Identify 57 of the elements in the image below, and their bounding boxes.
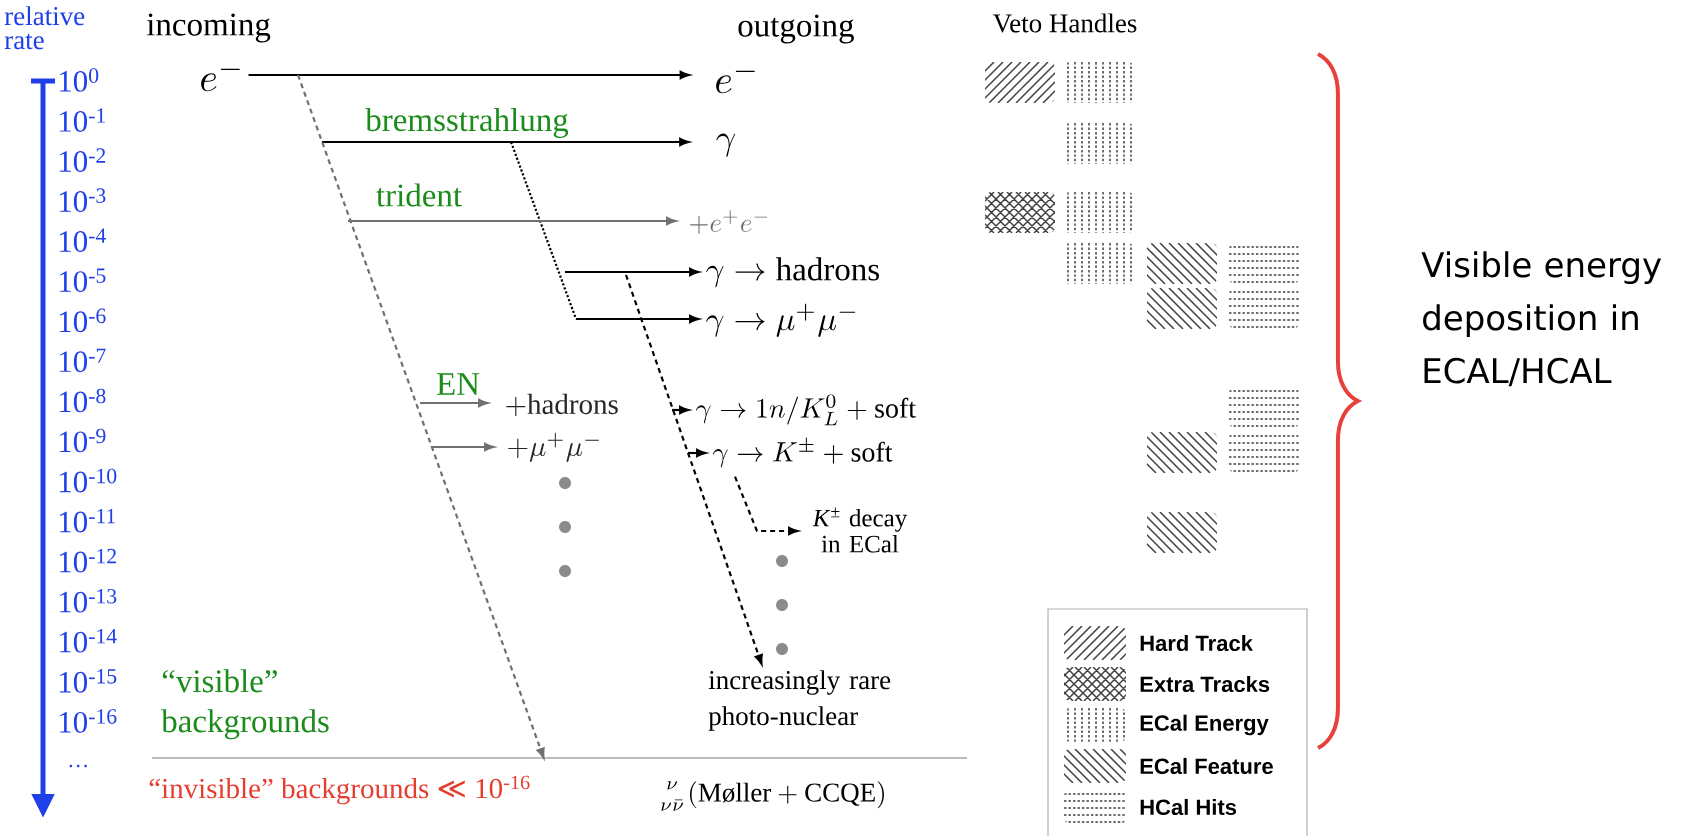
- tick-label: 10$^{-2}$: [59, 148, 106, 172]
- process-label: $+\mu^+\mu^-$: [508, 432, 599, 462]
- tick-label: 10$^{-1}$: [59, 108, 105, 132]
- decay-label: K$^{±}$ decay in ECal: [812, 507, 908, 553]
- arrow: [431, 442, 495, 452]
- tick-label: 10$^{0}$: [59, 68, 99, 92]
- tick-label: 10$^{-14}$: [59, 629, 117, 653]
- tick-label: 10$^{-8}$: [59, 388, 106, 413]
- tick-label: 10$^{-7}$: [59, 348, 106, 373]
- edge-label: bremsstrahlung: [364, 107, 570, 139]
- legend-label: ECal Energy: [1140, 714, 1269, 736]
- tick-label: 10$^{-12}$: [59, 548, 116, 573]
- tick-label: 10$^{-9}$: [59, 428, 106, 453]
- legend-label: ECal Feature: [1140, 757, 1273, 775]
- tick-label: 10$^{-13}$: [59, 588, 117, 613]
- note-text: increasingly rare photo-nuclear: [708, 670, 891, 731]
- axis-title: relative rate: [4, 6, 85, 50]
- column-heading: outgoing: [738, 14, 854, 44]
- particle-label: $\gamma$: [716, 133, 736, 157]
- tick-label: …: [69, 764, 87, 768]
- dashed-arrow: [734, 476, 799, 536]
- arrow: [348, 216, 677, 226]
- process-label: $\gamma \to \mu^+\mu^-$: [706, 303, 856, 337]
- legend-label: HCal Hits: [1140, 798, 1237, 816]
- process-label: $\gamma \to 1n/K_L^0 + \mathrm{soft}$: [696, 394, 916, 426]
- edge-label: EN: [435, 372, 481, 396]
- column-heading: Veto Handles: [992, 13, 1137, 33]
- tick-label: 10$^{-6}$: [59, 308, 106, 333]
- process-label: $\gamma \to K^{\pm} + \mathrm{soft}$: [713, 437, 893, 468]
- arrow: [565, 267, 700, 277]
- edge-label: trident: [375, 182, 463, 208]
- arrow: [420, 398, 489, 408]
- tick-label: 10$^{-15}$: [59, 669, 117, 693]
- dashed-arrow: [296, 74, 545, 759]
- arrow: [322, 137, 690, 147]
- tick-label: 10$^{-4}$: [59, 228, 106, 252]
- tick-label: 10$^{-11}$: [59, 508, 116, 533]
- tick-label: 10$^{-16}$: [59, 709, 117, 733]
- legend-label: Hard Track: [1140, 634, 1253, 652]
- particle-label: $e^-$: [201, 68, 240, 92]
- region-label: “visible” backgrounds: [161, 669, 329, 740]
- arrow: [672, 405, 690, 415]
- tick-label: 10$^{-3}$: [59, 188, 106, 213]
- process-label: $+\mathrm{hadrons}$: [506, 393, 618, 417]
- process-label: $\gamma \to \mathrm{hadrons}$: [706, 257, 879, 288]
- legend-label: Extra Tracks: [1140, 675, 1270, 693]
- column-heading: incoming: [146, 13, 271, 43]
- tick-label: 10$^{-5}$: [59, 268, 106, 293]
- particle-label: $e^-$: [716, 70, 755, 94]
- process-label: $\genfrac{}{}{0pt}{}{\nu}{\nu\bar{\nu}}(\text{Møller} + \text{CCQE})$: [661, 781, 884, 811]
- particle-label: $+e^+e^-$: [690, 210, 768, 234]
- dashed-arrow: [624, 274, 763, 665]
- background-label: “invisible” backgrounds ≪ 10$^{-16}$: [149, 775, 530, 805]
- arrow: [576, 314, 700, 324]
- annotation-text: Visible energy deposition in ECAL/HCAL: [1421, 251, 1662, 387]
- arrow: [688, 448, 707, 458]
- tick-label: 10$^{-10}$: [59, 468, 117, 493]
